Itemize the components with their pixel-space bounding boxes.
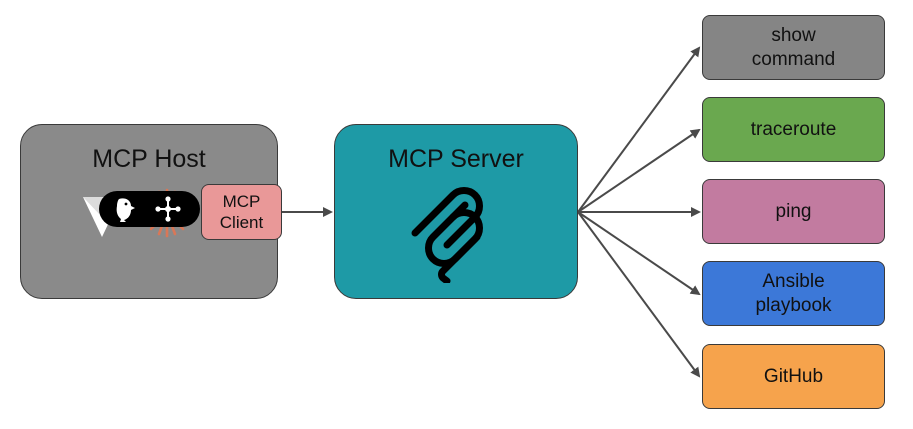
server-to-github-arrow	[577, 211, 701, 378]
mcp-host-title: MCP Host	[92, 145, 206, 173]
server-to-show-command-arrow	[577, 46, 701, 213]
tool-ansible-playbook: Ansible playbook	[702, 261, 885, 326]
mcp-server-box: MCP Server	[334, 124, 578, 299]
host-app-pill	[99, 191, 200, 227]
mcp-logo-icon	[411, 187, 483, 283]
server-to-ansible-arrow	[577, 211, 701, 296]
tool-show-command: show command	[702, 15, 885, 80]
network-icon	[155, 196, 181, 222]
tool-ansible-playbook-label: Ansible playbook	[755, 270, 832, 316]
parrot-icon	[116, 198, 135, 222]
tool-github: GitHub	[702, 344, 885, 409]
server-to-traceroute-arrow	[577, 128, 701, 213]
tool-traceroute: traceroute	[702, 97, 885, 162]
mcp-client-box: MCP Client	[201, 184, 282, 240]
mcp-client-label: MCP Client	[219, 192, 264, 232]
tool-show-command-label: show command	[751, 24, 836, 70]
tool-ping-label: ping	[775, 200, 812, 222]
tool-github-label: GitHub	[763, 365, 824, 387]
tool-traceroute-label: traceroute	[750, 118, 837, 140]
mcp-server-title: MCP Server	[388, 145, 524, 173]
tool-ping: ping	[702, 179, 885, 244]
